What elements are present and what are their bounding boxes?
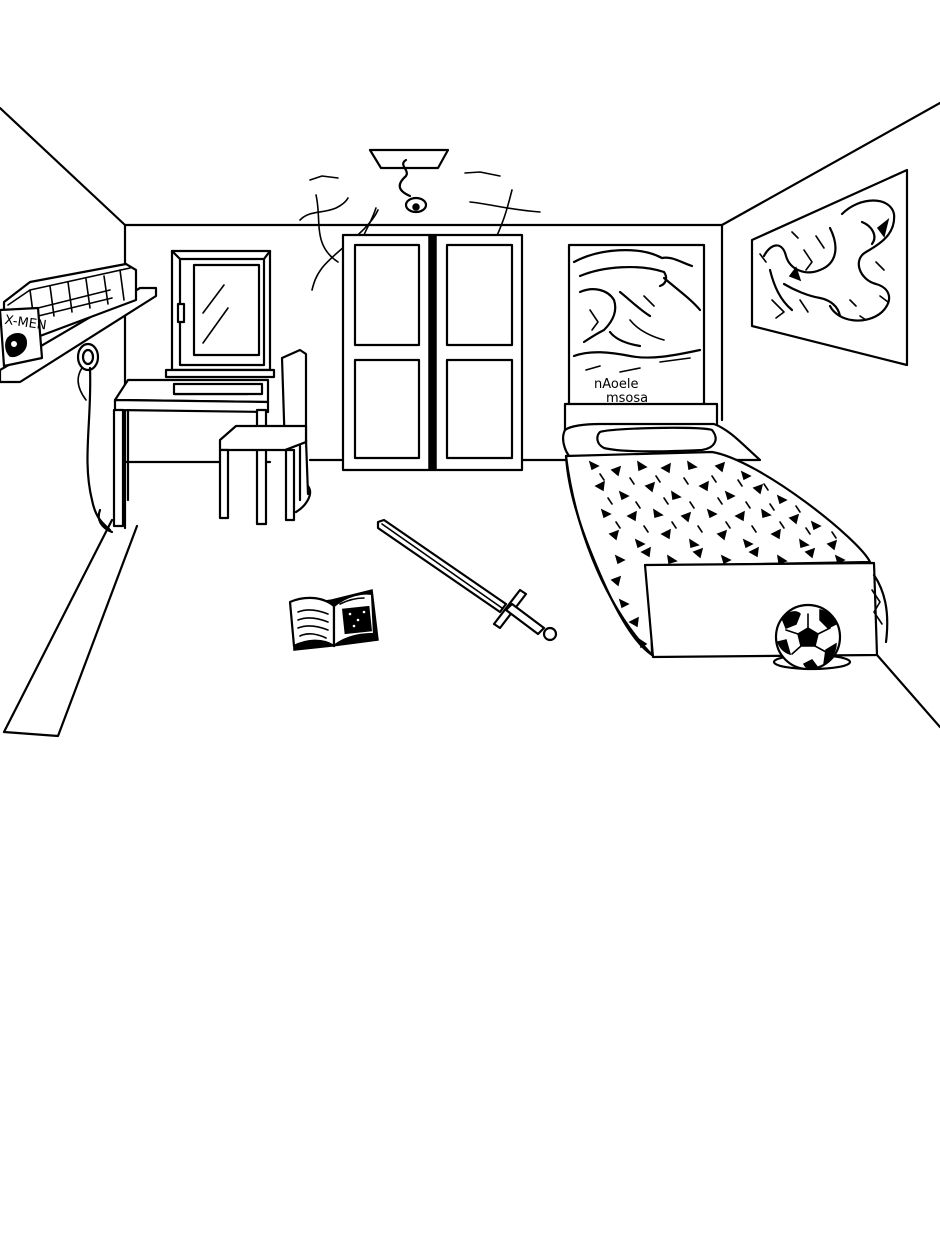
floor-rug xyxy=(2,518,139,738)
wall-shelf: X-MEN xyxy=(0,262,158,384)
poster-caption-1: nAoele xyxy=(594,377,638,392)
poster-caption-2: msosa xyxy=(606,391,648,406)
wall-socket xyxy=(76,342,114,534)
comic-label: X-MEN xyxy=(4,313,48,334)
ceiling-lamp xyxy=(368,148,450,214)
desk xyxy=(112,378,272,528)
wardrobe xyxy=(341,233,524,472)
sword xyxy=(376,518,558,642)
window xyxy=(164,249,276,379)
poster-dragon xyxy=(750,168,909,367)
bedspread-pattern xyxy=(588,460,846,649)
bed xyxy=(562,402,889,659)
poster-cowboy: nAoele msosa xyxy=(567,243,706,407)
open-book xyxy=(288,589,379,651)
soccer-ball xyxy=(772,603,852,671)
chair xyxy=(218,348,312,522)
